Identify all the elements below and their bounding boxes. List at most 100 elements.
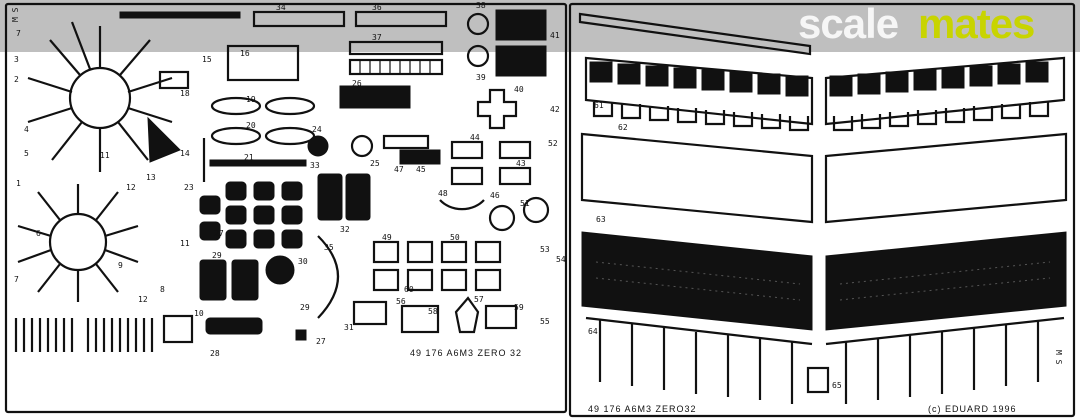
flap-mesh-right	[825, 231, 1067, 331]
part-pad-grid	[199, 181, 303, 249]
part-label-20: 20	[246, 121, 256, 130]
part-cross-40	[476, 88, 518, 130]
scalemates-watermark: scale mates	[798, 0, 1035, 47]
flap-right-upper	[824, 56, 1066, 132]
part-label-1: 1	[16, 179, 21, 188]
copyright-text: (c) EDUARD 1996	[928, 404, 1017, 414]
part-label-59: 59	[514, 303, 524, 312]
right-fret: 61 62 63 64 65 49 176 A6M3 ZERO32 (c) ED…	[568, 2, 1076, 418]
part-label-8: 8	[160, 285, 165, 294]
part-label-36: 36	[372, 3, 382, 12]
part-label-18: 18	[180, 89, 190, 98]
exhaust-strip-group-a	[14, 318, 154, 352]
part-label-4: 4	[24, 125, 29, 134]
part-label-34: 34	[276, 3, 286, 12]
part-label-7a: 7	[16, 29, 21, 38]
part-label-9: 9	[118, 261, 123, 270]
part-label-47: 47	[394, 165, 404, 174]
part-number-labels-right: 61 62 63 64 65	[588, 101, 842, 390]
watermark-mates: mates	[918, 0, 1034, 47]
part-label-62: 62	[618, 123, 628, 132]
flap-panel-right	[824, 132, 1068, 224]
part-label-43: 43	[516, 159, 526, 168]
part-label-63: 63	[596, 215, 606, 224]
part-label-51: 51	[520, 199, 530, 208]
flap-panel-left	[580, 132, 814, 224]
part-label-27: 27	[214, 229, 224, 238]
part-label-28: 28	[210, 349, 220, 358]
right-fret-edge-mark: M S	[1054, 350, 1063, 365]
part-triangle-14	[147, 116, 181, 163]
part-label-26: 26	[352, 79, 362, 88]
part-label-50: 50	[450, 233, 460, 242]
part-label-60: 60	[404, 285, 414, 294]
part-bracket-rows	[352, 140, 532, 334]
part-label-21: 21	[244, 153, 254, 162]
part-label-65: 65	[832, 381, 842, 390]
part-label-56: 56	[396, 297, 406, 306]
part-label-27b: 27	[316, 337, 326, 346]
left-fret-caption: 49 176 A6M3 ZERO 32	[410, 348, 522, 358]
part-label-30: 30	[298, 257, 308, 266]
part-label-35: 35	[324, 243, 334, 252]
part-label-12b: 12	[138, 295, 148, 304]
part-label-11: 11	[100, 151, 110, 160]
right-fret-caption: 49 176 A6M3 ZERO32	[588, 404, 697, 414]
part-label-13: 13	[146, 173, 156, 182]
part-label-45: 45	[416, 165, 426, 174]
part-label-7b: 7	[14, 275, 19, 284]
part-label-33: 33	[310, 161, 320, 170]
part-label-38: 38	[476, 1, 486, 10]
part-label-64: 64	[588, 327, 598, 336]
part-label-52: 52	[548, 139, 558, 148]
left-fret-edge-mark: M S	[11, 7, 20, 22]
part-label-29b: 29	[300, 303, 310, 312]
flap-ribs-lower	[585, 316, 1065, 404]
part-label-39: 39	[476, 73, 486, 82]
part-block-top-right	[495, 9, 547, 41]
part-label-19: 19	[246, 95, 256, 104]
part-label-24: 24	[312, 125, 322, 134]
part-label-25: 25	[370, 159, 380, 168]
part-label-11b: 11	[180, 239, 190, 248]
part-number-labels-left: 7 3 2 15 16 34 36 37 38 39 41 40 42 26 1…	[14, 1, 566, 358]
part-label-2: 2	[14, 75, 19, 84]
part-plate-top-a	[252, 10, 346, 28]
part-label-53: 53	[540, 245, 550, 254]
part-label-61: 61	[594, 101, 604, 110]
part-label-54: 54	[556, 255, 566, 264]
part-label-58: 58	[428, 307, 438, 316]
part-plate-top-b	[354, 10, 448, 28]
part-label-48: 48	[438, 189, 448, 198]
part-label-49: 49	[382, 233, 392, 242]
part-label-29: 29	[212, 251, 222, 260]
engine-radial-lower	[17, 184, 139, 302]
part-label-12: 12	[126, 183, 136, 192]
part-label-55: 55	[540, 317, 550, 326]
part-label-23: 23	[184, 183, 194, 192]
part-label-16: 16	[240, 49, 250, 58]
left-fret: 7 3 2 15 16 34 36 37 38 39 41 40 42 26 1…	[4, 1, 568, 414]
part-plate-26	[339, 85, 411, 109]
part-label-10: 10	[194, 309, 204, 318]
part-block-top-right-2	[495, 45, 547, 77]
part-label-57: 57	[474, 295, 484, 304]
engine-radial-upper	[27, 21, 173, 172]
flap-left-upper	[584, 56, 814, 132]
part-label-41: 41	[550, 31, 560, 40]
part-label-37: 37	[372, 33, 382, 42]
part-frame-16	[226, 44, 300, 82]
part-label-14: 14	[180, 149, 190, 158]
part-label-42: 42	[550, 105, 560, 114]
part-label-5: 5	[24, 149, 29, 158]
part-label-44: 44	[470, 133, 480, 142]
part-label-15: 15	[202, 55, 212, 64]
part-label-6: 6	[36, 229, 41, 238]
part-label-3: 3	[14, 55, 19, 64]
flap-mesh-left	[581, 231, 813, 331]
part-label-40: 40	[514, 85, 524, 94]
part-label-32: 32	[340, 225, 350, 234]
part-bar-top	[119, 11, 241, 19]
